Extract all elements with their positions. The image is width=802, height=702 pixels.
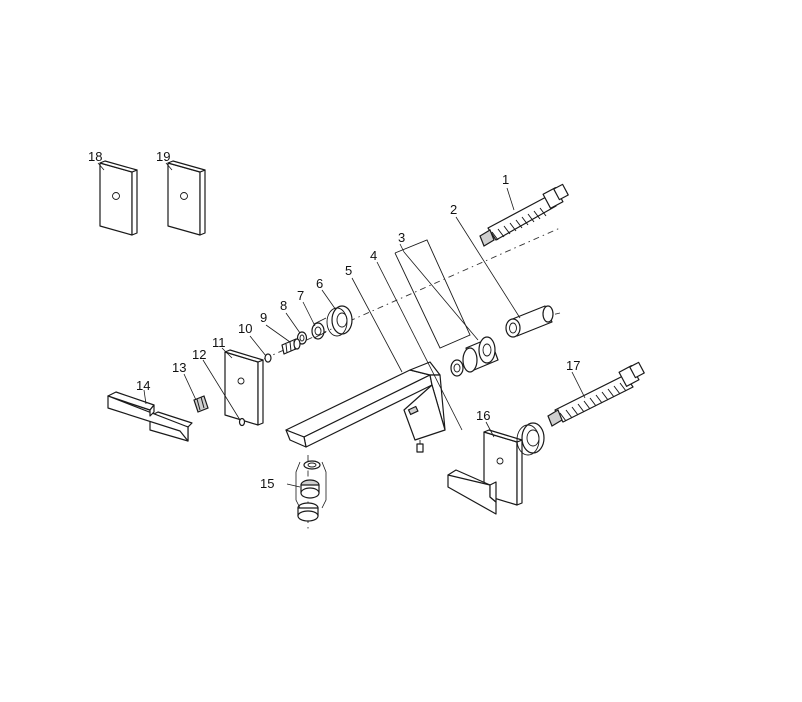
nut-7 <box>311 317 327 340</box>
callout-18: 18 <box>88 149 102 164</box>
callout-9: 9 <box>260 310 267 325</box>
cover-plate-19 <box>167 160 206 236</box>
callout-12: 12 <box>192 347 206 362</box>
leader-lines <box>97 162 586 488</box>
callout-8: 8 <box>280 298 287 313</box>
spindle-9 <box>281 338 301 355</box>
screw-12 <box>238 417 246 427</box>
adapter-13 <box>193 395 209 413</box>
callout-5: 5 <box>345 263 352 278</box>
assembly-axis-main <box>249 227 561 366</box>
sleeve-2 <box>505 305 554 338</box>
spring-cartridge-1 <box>479 183 569 247</box>
aerator-set-15 <box>295 460 327 522</box>
valve-body-4 <box>450 336 499 377</box>
callout-11: 11 <box>212 335 226 350</box>
pin-10 <box>264 353 272 363</box>
callout-10: 10 <box>238 321 252 336</box>
callout-4: 4 <box>370 248 377 263</box>
callout-labels: 18 19 1 2 3 4 5 6 7 8 9 10 11 12 13 14 1… <box>88 149 580 491</box>
callout-16: 16 <box>476 408 490 423</box>
callout-3: 3 <box>398 230 405 245</box>
callout-19: 19 <box>156 149 170 164</box>
flange-6 <box>326 305 353 337</box>
callout-15: 15 <box>260 476 274 491</box>
callout-6: 6 <box>316 276 323 291</box>
callout-17: 17 <box>566 358 580 373</box>
spring-cartridge-17 <box>547 361 645 427</box>
flange-right <box>516 422 545 456</box>
callout-2: 2 <box>450 202 457 217</box>
callout-7: 7 <box>297 288 304 303</box>
spout-5 <box>285 361 446 453</box>
callout-14: 14 <box>136 378 150 393</box>
cover-plate-18 <box>99 160 138 236</box>
wall-plate-3 <box>394 239 471 349</box>
callout-1: 1 <box>502 172 509 187</box>
lever-handle-right <box>447 469 497 515</box>
handle-plate-11 <box>224 349 264 426</box>
callout-13: 13 <box>172 360 186 375</box>
lever-handle-14 <box>107 391 193 442</box>
